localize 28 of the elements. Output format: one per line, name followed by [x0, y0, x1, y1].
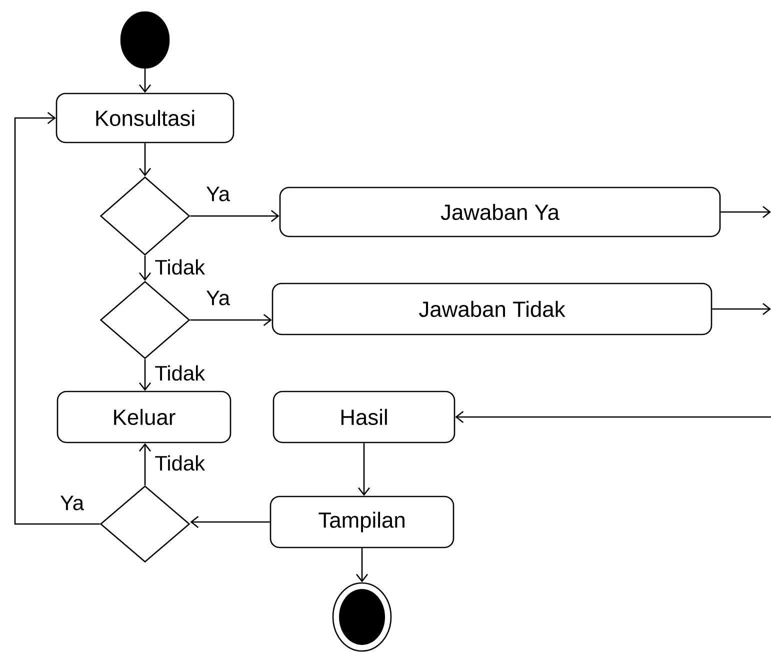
start-node — [120, 11, 170, 69]
arrow — [712, 302, 771, 315]
arrow — [190, 314, 272, 326]
activity-box: Tampilan — [270, 496, 454, 548]
arrow — [356, 548, 368, 582]
activity-box: Jawaban Ya — [279, 186, 721, 238]
end-node — [332, 582, 392, 652]
arrow — [358, 443, 370, 496]
activity-box: Hasil — [272, 390, 456, 444]
arrow — [190, 516, 270, 528]
arrow — [190, 210, 280, 222]
arrow — [139, 256, 152, 281]
edge-label: Tidak — [154, 454, 206, 472]
arrow — [139, 143, 152, 176]
arrow — [720, 206, 771, 218]
edge-label: Ya — [204, 186, 232, 202]
activity-box: Jawaban Tidak — [272, 282, 712, 336]
arrow — [139, 443, 152, 486]
edge-label: Ya — [204, 290, 232, 306]
arrow — [455, 410, 771, 423]
activity-box: Konsultasi — [56, 92, 234, 144]
arrow — [139, 359, 152, 391]
activity-box: Keluar — [56, 390, 232, 444]
edge-label: Tidak — [154, 258, 206, 276]
edge-label: Ya — [59, 494, 86, 512]
arrow — [139, 68, 152, 93]
edge-label: Tidak — [154, 364, 206, 382]
arrow — [14, 112, 100, 525]
